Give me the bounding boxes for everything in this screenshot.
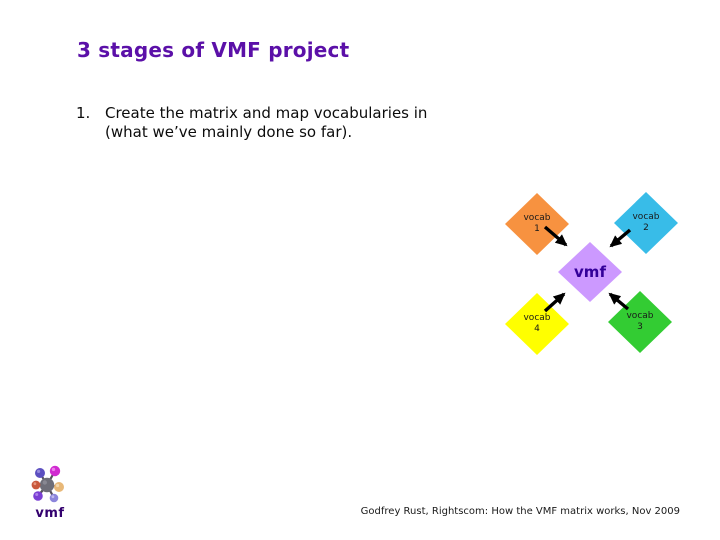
vmf-logo: vmf <box>28 462 72 521</box>
list-item-number: 1. <box>76 104 91 122</box>
vmf-center-label: vmf <box>574 263 606 281</box>
vocab-4-label: vocab <box>523 313 551 323</box>
vocab-3-label: vocab <box>626 311 654 321</box>
vocab-1-number: 1 <box>534 224 540 234</box>
vocab-4-diamond: vocab 4 <box>505 293 569 355</box>
list-item-text-line1: Create the matrix and map vocabularies i… <box>105 104 428 122</box>
vocab-1-diamond: vocab 1 <box>505 193 569 255</box>
vmf-center-diamond: vmf <box>558 242 622 302</box>
vocab-3-number: 3 <box>637 322 643 332</box>
vocab-3-diamond: vocab 3 <box>608 291 672 353</box>
vocab-1-label: vocab <box>523 213 551 223</box>
list-item-text: Create the matrix and map vocabularies i… <box>105 104 427 142</box>
vmf-molecule-icon <box>31 465 64 503</box>
vocab-2-diamond: vocab 2 <box>614 192 678 254</box>
numbered-list-item: 1. Create the matrix and map vocabularie… <box>76 104 476 142</box>
vmf-mapping-diagram: vocab 1 vocab 2 vmf vocab 4 vocab 3 <box>480 185 720 360</box>
slide-title: 3 stages of VMF project <box>77 38 350 62</box>
vocab-2-number: 2 <box>643 223 649 233</box>
vmf-logo-label: vmf <box>35 506 65 521</box>
vocab-4-number: 4 <box>534 324 540 334</box>
vocab-2-label: vocab <box>632 212 660 222</box>
footer-credit: Godfrey Rust, Rightscom: How the VMF mat… <box>360 506 680 517</box>
list-item-text-line2: (what we’ve mainly done so far). <box>105 123 353 141</box>
